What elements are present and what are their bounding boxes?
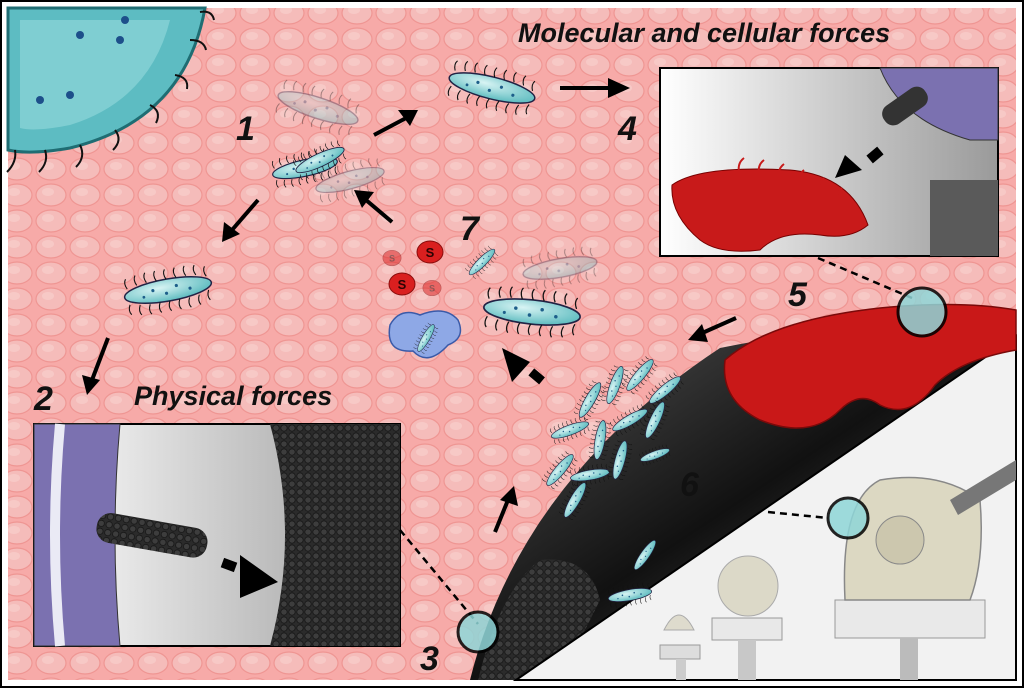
inset-molecular [660,68,998,256]
molecular-title: Molecular and cellular forces [518,18,890,48]
step-2: 2 [33,380,53,418]
step-7: 7 [460,210,481,248]
step-4: 4 [617,110,637,148]
step-6: 6 [680,466,700,504]
step-5: 5 [788,276,808,314]
inset-physical [34,424,400,646]
physical-title: Physical forces [134,381,332,411]
step-3: 3 [420,640,439,678]
step-1: 1 [236,110,255,148]
